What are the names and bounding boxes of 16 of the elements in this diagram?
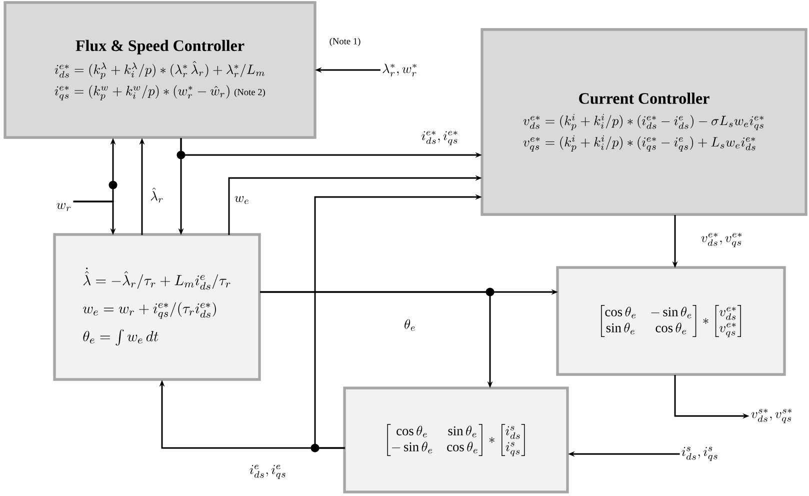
edge-label: (Note 1)	[328, 36, 362, 48]
edge-label: $\theta_e$	[402, 318, 418, 332]
edge-label: $i_{ds}^{e*}, i_{qs}^{e*}$	[420, 130, 460, 146]
signal-label: $w_r$	[56, 202, 71, 211]
edge-label: $\hat{\lambda}_r$	[148, 186, 166, 204]
controller-box: Current Controller $v_{ds}^{e*} = (k_p^{i} + k_i^{i}/p)*(i_{ds}^{e*} - i_{ds}^{e}) - \sigma L_s w_e i_{qs}^{e*}$ $v_{qs}^{e*} = (k_p^{i} + k_i^{i}/p)*(i_{qs}^{e*} - i_{qs}^{e}) + L_s w_e i_{ds}^{e*}$	[480, 28, 808, 216]
controller-box: Flux & Speed Controller $i_{ds}^{e*} = (k_p^{\lambda} + k_i^{\lambda}/p)*(\lambda_r^{*}\,\hat{\lambda}_r) + \lambda_r^{*}/L_m$ $i_{qs}^{e*} = (k_p^{w} + k_i^{w}/p)*(w_r^{*} - \hat{w}_r)$ (Note 2)	[4, 1, 316, 139]
edge-label: $w_e$	[233, 194, 251, 206]
signal-label: $i_{ds}^{s}, i_{qs}^{s}$	[682, 446, 718, 461]
signal-label: $v_{ds}^{s*}, v_{qs}^{s*}$	[751, 408, 792, 424]
signal-label: $\lambda_r^{*}, w_r^{*}$	[382, 64, 416, 76]
estimator-box: $\dot{\hat{\lambda}} = -\hat{\lambda}_r/\tau_r + L_m i_{ds}^{e}/\tau_r$ $w_e = w_r + i_{qs}^{e*}/(\tau_r i_{ds}^{e*})$ $\theta_e = \int w_e\,dt$	[53, 233, 261, 381]
transform-box: $\begin{bmatrix}\cos\theta_e & -\sin\theta_e\\ \sin\theta_e & \cos\theta_e\end{bmatrix} * \begin{bmatrix} v_{ds}^{e*}\\ v_{qs}^{e*}\end{bmatrix}$	[556, 266, 786, 376]
transform-box: $\begin{bmatrix}\cos\theta_e & \sin\theta_e\\ -\sin\theta_e & \cos\theta_e\end{bmatrix} * \begin{bmatrix} i_{ds}^{s}\\ i_{qs}^{s}\end{bmatrix}$	[343, 386, 569, 494]
edge-label: $v_{ds}^{e*}, v_{qs}^{e*}$	[700, 232, 744, 248]
edge-label: $i_{ds}^{e}, i_{qs}^{e}$	[248, 464, 288, 480]
